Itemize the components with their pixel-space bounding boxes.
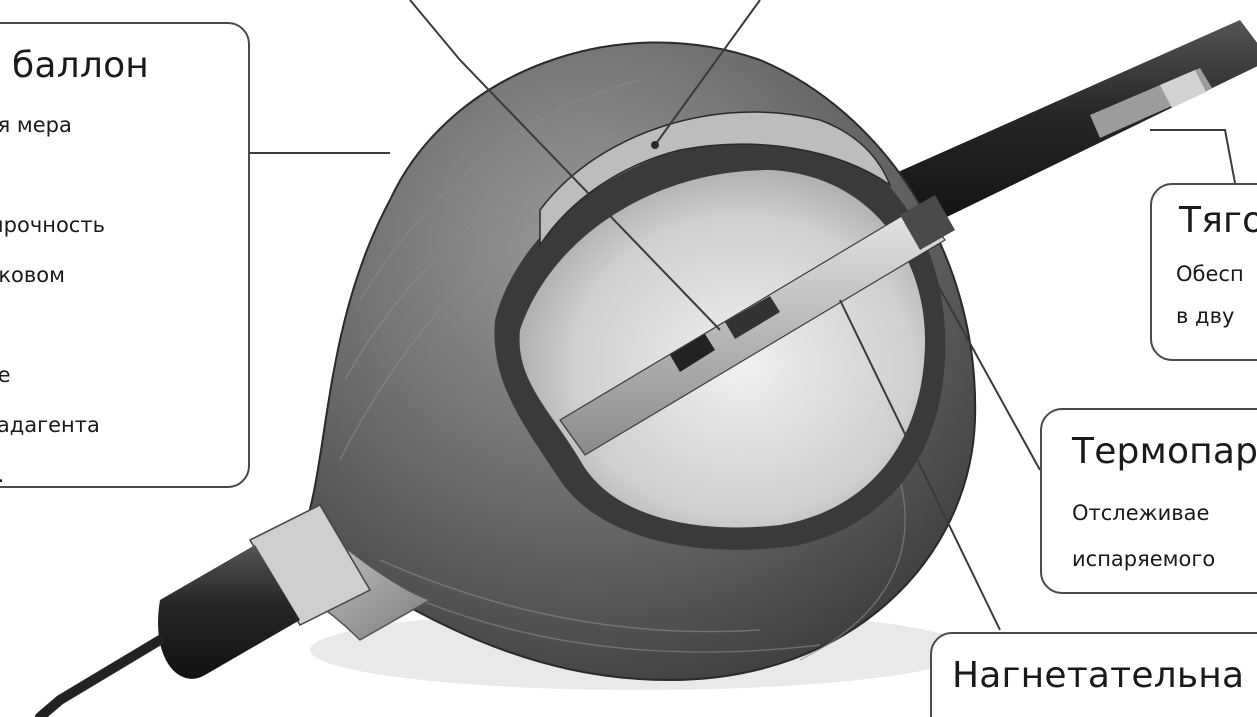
tip-wire xyxy=(40,640,160,717)
callout-tyago-text: Обесп в дву xyxy=(1176,253,1244,337)
callout-thermocouple-title: Термопар xyxy=(1072,432,1257,472)
leader-dot xyxy=(651,141,659,149)
callout-balloon-line: ное xyxy=(0,350,105,400)
leader-tyago xyxy=(1150,130,1235,183)
callout-balloon-line: я xyxy=(0,150,105,200)
callout-balloon-title: баллон xyxy=(12,46,149,86)
callout-balloon-line: пиковом xyxy=(0,250,105,300)
callout-injection: Нагнетательна xyxy=(930,632,1257,717)
callout-balloon-line: хладагента xyxy=(0,400,105,450)
callout-balloon-line: ная мера xyxy=(0,100,105,150)
callout-balloon-line: на. xyxy=(0,450,105,488)
callout-thermocouple-line: испаряемого xyxy=(1072,536,1215,582)
callout-balloon-text: ная мера я т прочность пиковом ное хлада… xyxy=(0,100,105,488)
callout-injection-title: Нагнетательна xyxy=(952,656,1244,696)
callout-tyago-title: Тяго xyxy=(1179,201,1257,241)
callout-thermocouple-text: Отслеживае испаряемого xyxy=(1072,490,1215,582)
callout-balloon-line: т прочность xyxy=(0,200,105,250)
callout-tyago-line: в дву xyxy=(1176,295,1244,337)
callout-thermocouple: Термопар Отслеживае испаряемого xyxy=(1040,408,1257,594)
callout-balloon-line xyxy=(0,300,105,350)
callout-thermocouple-line: Отслеживае xyxy=(1072,490,1215,536)
callout-tyago: Тяго Обесп в дву xyxy=(1150,183,1257,361)
callout-balloon: баллон ная мера я т прочность пиковом но… xyxy=(0,22,250,488)
callout-tyago-line: Обесп xyxy=(1176,253,1244,295)
